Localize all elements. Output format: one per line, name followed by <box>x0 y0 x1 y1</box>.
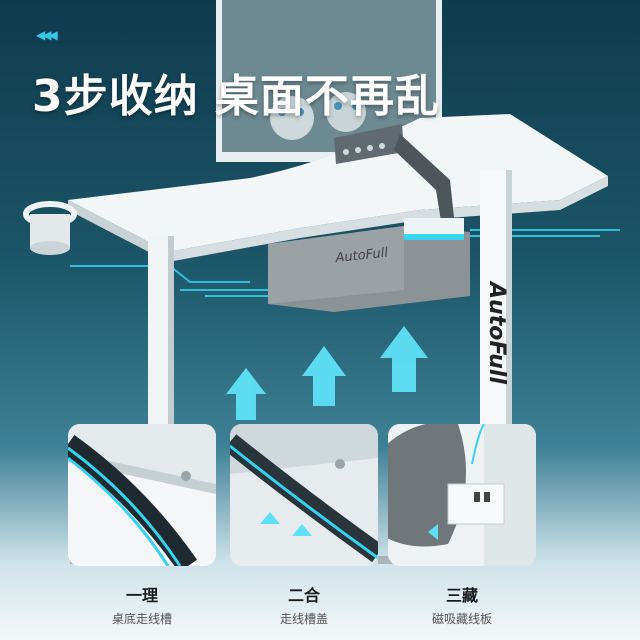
detail-panel-magnetic-board <box>388 424 536 566</box>
feature-1: 一理 桌底走线槽 <box>62 582 222 627</box>
detail-panel-tray-cover <box>230 424 378 566</box>
svg-text:AutoFull: AutoFull <box>334 246 389 267</box>
brand-leg-text: AutoFull <box>484 280 509 384</box>
feature-3-subtitle: 磁吸藏线板 <box>431 612 492 626</box>
feature-1-title: 一理 <box>125 586 158 605</box>
feature-2-subtitle: 走线槽盖 <box>279 612 328 626</box>
feature-2-title: 二合 <box>287 586 320 605</box>
feature-1-subtitle: 桌底走线槽 <box>111 612 172 626</box>
feature-3: 三藏 磁吸藏线板 <box>382 582 542 627</box>
feature-2: 二合 走线槽盖 <box>224 582 384 627</box>
page-headline: 3步收纳 桌面不再乱 <box>32 71 440 122</box>
decor-arrows-icon: ◀◀◀ <box>36 28 58 42</box>
feature-3-title: 三藏 <box>445 586 478 605</box>
detail-panel-cable-tray <box>68 424 216 566</box>
